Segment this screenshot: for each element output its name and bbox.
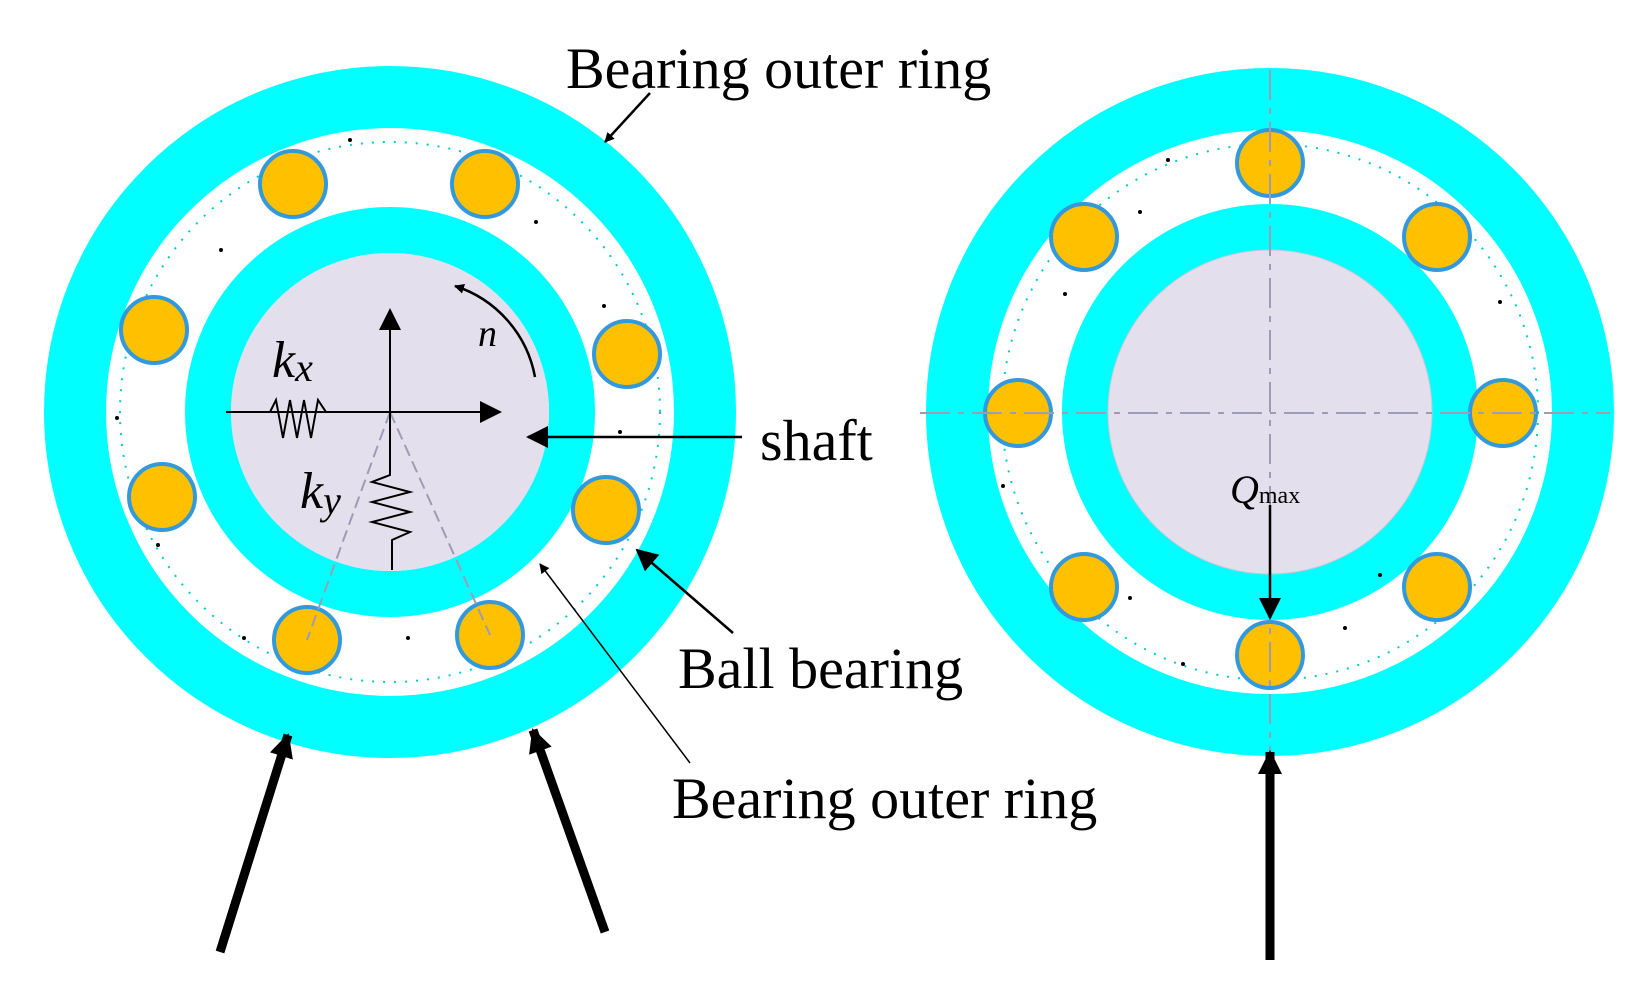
right-scatter-dots bbox=[1001, 158, 1502, 666]
inner-ring-pointer bbox=[539, 563, 691, 764]
ball bbox=[1049, 202, 1119, 272]
ball bbox=[119, 295, 189, 365]
load-arrow-left bbox=[215, 733, 293, 954]
ball bbox=[450, 149, 520, 219]
ball bbox=[1049, 552, 1119, 622]
ky-spring bbox=[368, 412, 414, 570]
outer-ring-label-bottom: Bearing outer ring bbox=[672, 766, 1097, 831]
left-load-line bbox=[306, 411, 391, 641]
n-label: n bbox=[478, 313, 497, 355]
ball bbox=[592, 319, 662, 389]
left-bearing: kx ky n bbox=[44, 66, 736, 954]
ball-bearing-label: Ball bearing bbox=[678, 636, 963, 701]
left-load-line bbox=[389, 411, 491, 636]
qmax-label: Qmax bbox=[1230, 467, 1300, 512]
ky-label: ky bbox=[300, 463, 341, 523]
ball bbox=[571, 475, 641, 545]
left-scatter-dots bbox=[115, 138, 622, 640]
right-raceway-dots bbox=[1001, 143, 1539, 681]
ball bbox=[1402, 202, 1472, 272]
kx-label: kx bbox=[272, 332, 313, 390]
ball-bearing-pointer bbox=[635, 548, 734, 634]
shaft-label: shaft bbox=[760, 408, 873, 473]
ball bbox=[1402, 552, 1472, 622]
ball bbox=[127, 462, 197, 532]
left-outer-ring bbox=[44, 66, 736, 758]
left-raceway-dots bbox=[119, 141, 661, 683]
left-inner-ring bbox=[185, 207, 595, 617]
rotation-arrow bbox=[454, 283, 537, 378]
outer-ring-pointer bbox=[604, 92, 651, 143]
outer-ring-label-top: Bearing outer ring bbox=[566, 36, 991, 101]
ball bbox=[258, 149, 328, 219]
right-bearing: Qmax bbox=[920, 68, 1614, 960]
load-arrow-right bbox=[528, 728, 610, 934]
kx-spring bbox=[226, 396, 390, 439]
